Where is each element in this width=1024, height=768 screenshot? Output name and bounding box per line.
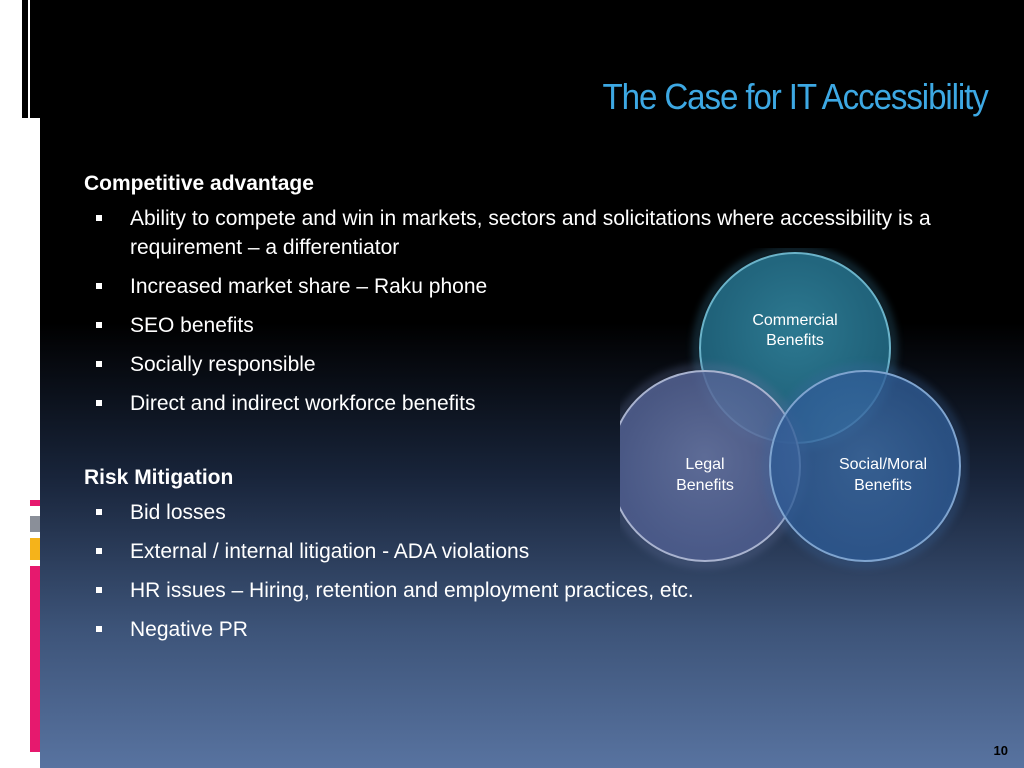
list-item: Negative PR: [84, 615, 964, 644]
list-item: Socially responsible: [84, 350, 964, 379]
list-item: SEO benefits: [84, 311, 964, 340]
venn-circle-social-moral: [769, 370, 961, 562]
list-item-text: Direct and indirect workforce benefits: [130, 392, 476, 415]
accent-bar-top-2: [30, 0, 40, 118]
accent-square-3: [30, 538, 40, 560]
list-item-text: Increased market share – Raku phone: [130, 275, 488, 298]
venn-glow-right: [763, 364, 967, 568]
list-item-text: Bid losses: [130, 501, 226, 524]
venn-label-commercial-line1: Commercial: [752, 312, 837, 329]
list-item: Direct and indirect workforce benefits: [84, 389, 964, 418]
venn-diagram: Commercial Benefits Legal Benefits Socia…: [620, 248, 967, 568]
list-item: Increased market share – Raku phone: [84, 272, 964, 301]
venn-label-commercial-line2: Benefits: [766, 332, 824, 349]
list-item: Ability to compete and win in markets, s…: [84, 204, 964, 262]
venn-label-legal-line1: Legal: [685, 456, 724, 473]
list-item-text: Negative PR: [130, 618, 248, 641]
list-item: External / internal litigation - ADA vio…: [84, 537, 964, 566]
page-number: 10: [993, 743, 1008, 758]
section-heading: Risk Mitigation: [84, 466, 234, 489]
list-item-text: External / internal litigation - ADA vio…: [130, 540, 530, 563]
accent-bar-pink: [30, 566, 40, 752]
section-heading: Competitive advantage: [84, 172, 314, 195]
bullet-square-icon: [96, 283, 102, 289]
bullet-square-icon: [96, 509, 102, 515]
bullet-square-icon: [96, 587, 102, 593]
list-item-text: SEO benefits: [130, 314, 254, 337]
list-item: HR issues – Hiring, retention and employ…: [84, 576, 964, 605]
accent-square-2: [30, 516, 40, 532]
list-item-text: Socially responsible: [130, 353, 316, 376]
bullet-square-icon: [96, 322, 102, 328]
venn-label-social-line1: Social/Moral: [839, 456, 927, 473]
bullet-square-icon: [96, 215, 102, 221]
bullet-square-icon: [96, 361, 102, 367]
venn-label-legal-line2: Benefits: [676, 477, 734, 494]
bullet-square-icon: [96, 400, 102, 406]
accent-bar-top-1: [22, 0, 28, 118]
slide-body: Competitive advantage Ability to compete…: [84, 170, 964, 654]
bullet-square-icon: [96, 626, 102, 632]
bullet-list: Ability to compete and win in markets, s…: [84, 204, 964, 418]
venn-label-social-line2: Benefits: [854, 477, 912, 494]
section-risk-mitigation: Risk Mitigation Bid losses External / in…: [84, 464, 964, 644]
list-item-text: HR issues – Hiring, retention and employ…: [130, 579, 694, 602]
bullet-square-icon: [96, 548, 102, 554]
list-item: Bid losses: [84, 498, 964, 527]
list-item-text: Ability to compete and win in markets, s…: [130, 207, 931, 259]
slide-title: The Case for IT Accessibility: [602, 76, 989, 117]
bullet-list: Bid losses External / internal litigatio…: [84, 498, 964, 644]
section-competitive-advantage: Competitive advantage Ability to compete…: [84, 170, 964, 418]
accent-square-1: [30, 500, 40, 506]
